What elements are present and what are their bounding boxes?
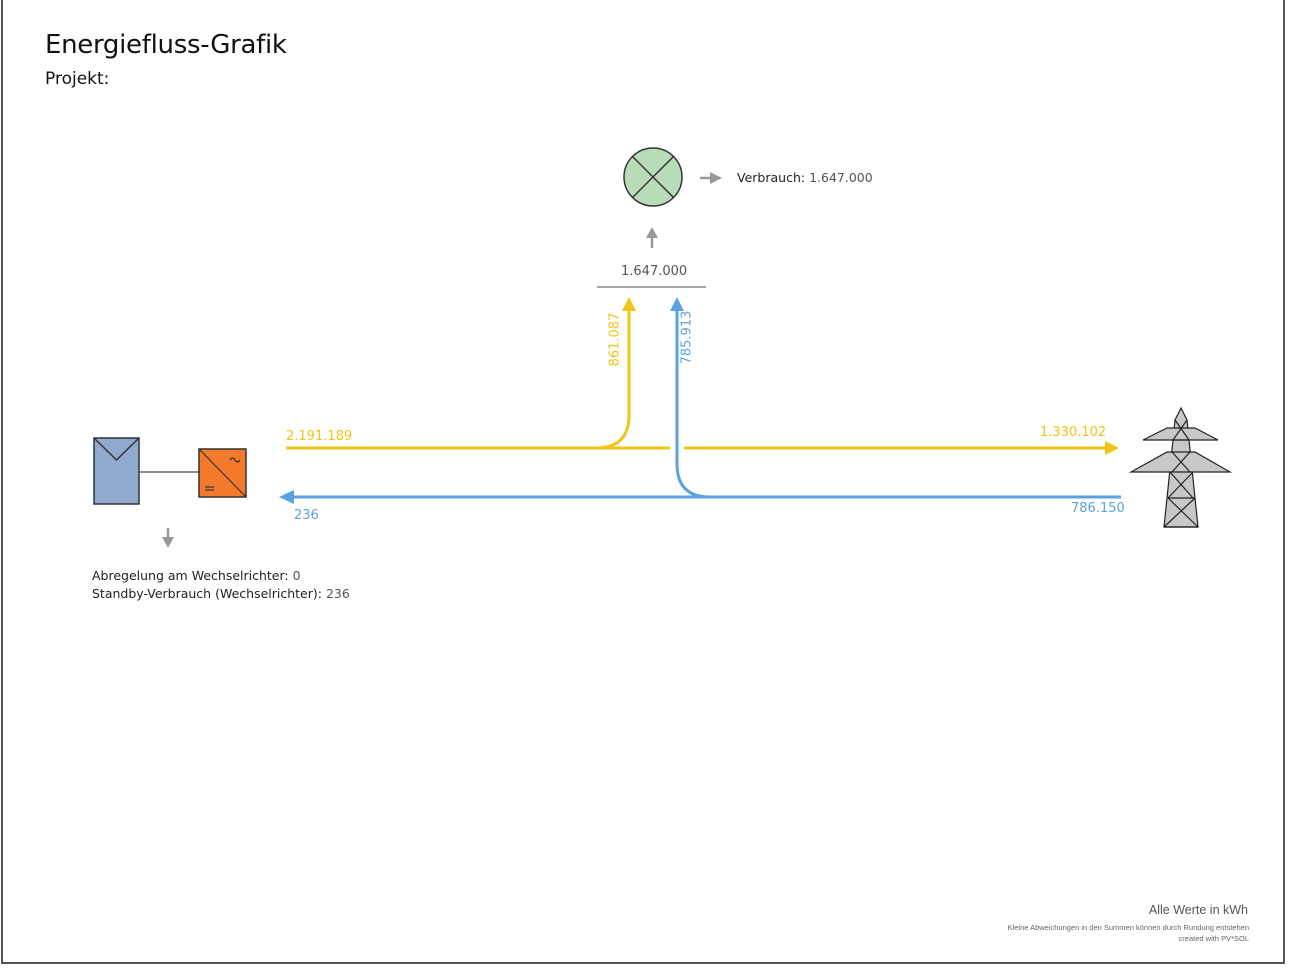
grid-to-inverter-arrowhead bbox=[279, 490, 294, 504]
consumer-label-value: 1.647.000 bbox=[809, 170, 873, 185]
project-label: Projekt: bbox=[45, 69, 110, 89]
pv-generation-value: 2.191.189 bbox=[286, 429, 353, 444]
grid-to-consumption-line bbox=[675, 310, 711, 499]
consumer-label: Verbrauch: 1.647.000 bbox=[737, 170, 873, 185]
pv-to-consumption-value: 861.087 bbox=[607, 312, 623, 367]
rounding-note: Kleine Abweichungen in den Summen können… bbox=[1007, 923, 1249, 932]
pv-consumption-arrowhead bbox=[622, 297, 636, 311]
consumer-arrow-icon bbox=[700, 172, 722, 184]
credit-note: created with PV*SOL bbox=[1178, 934, 1249, 943]
feed-in-value: 1.330.102 bbox=[1040, 425, 1107, 440]
standby-info: Standby-Verbrauch (Wechselrichter): 236 bbox=[92, 586, 350, 601]
grid-to-consumption-value: 785.913 bbox=[679, 310, 695, 365]
grid-consumption-arrowhead bbox=[670, 297, 684, 311]
consumer-label-text: Verbrauch: bbox=[737, 170, 806, 185]
grid-to-inverter-value: 236 bbox=[294, 508, 319, 523]
pv-to-consumption-line bbox=[595, 310, 631, 450]
consumption-total-value: 1.647.000 bbox=[621, 264, 688, 279]
lamp-consumer-icon bbox=[623, 147, 683, 207]
grid-purchase-value: 786.150 bbox=[1071, 501, 1125, 516]
solar-panel-icon bbox=[93, 437, 140, 505]
consumption-arrow-icon bbox=[646, 227, 658, 248]
units-note: Alle Werte in kWh bbox=[1148, 903, 1248, 917]
curtailment-value: 0 bbox=[292, 568, 301, 583]
standby-value: 236 bbox=[325, 586, 350, 601]
inverter-icon bbox=[198, 448, 247, 498]
curtailment-info: Abregelung am Wechselrichter: 0 bbox=[92, 568, 301, 583]
curtailment-label: Abregelung am Wechselrichter: bbox=[92, 568, 289, 583]
loss-arrow-icon bbox=[162, 528, 174, 548]
feed-in-arrowhead bbox=[1105, 441, 1119, 455]
standby-label: Standby-Verbrauch (Wechselrichter): bbox=[92, 586, 322, 601]
page-title: Energiefluss-Grafik bbox=[45, 30, 287, 60]
power-pylon-icon bbox=[1128, 406, 1233, 528]
